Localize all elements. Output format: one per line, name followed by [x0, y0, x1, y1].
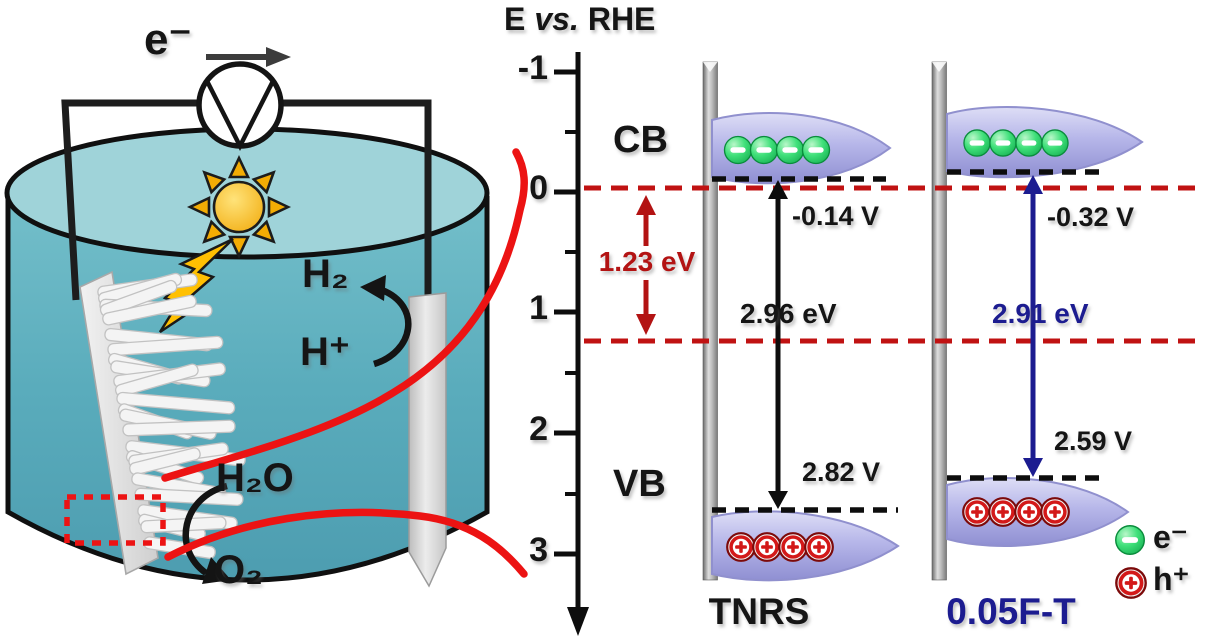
tnrs-vb-edge-label: 2.82 V: [802, 457, 881, 487]
bandgap-arrow-ft: [1023, 175, 1043, 477]
electrode-bar-ft: [931, 61, 947, 581]
o2-label: O₂: [214, 548, 263, 592]
tick-label-1: 1: [529, 289, 548, 327]
tick-label-neg1: -1: [517, 49, 548, 87]
sun-icon: [186, 154, 292, 260]
tnrs-name-label: TNRS: [708, 591, 810, 632]
counter-electrode: [408, 292, 447, 588]
h2-evolution-arrow: [360, 275, 412, 368]
ft-gap-label: 2.91 eV: [992, 298, 1089, 329]
legend-hole-label: h⁺: [1153, 561, 1190, 597]
h2-label: H₂: [302, 252, 349, 296]
vb-label: VB: [613, 463, 666, 505]
tnrs-cb-edge-label: -0.14 V: [792, 201, 880, 231]
band-edge-lines: [712, 169, 1103, 513]
energy-axis: [554, 52, 589, 636]
electron-flow-label: e⁻: [144, 15, 192, 64]
h2o-label: H₂O: [216, 456, 294, 500]
ft-name-label: 0.05F-T: [946, 591, 1076, 632]
wire-right: [281, 99, 432, 300]
tick-label-0: 0: [529, 169, 548, 207]
cb-band-tnrs: [711, 112, 892, 185]
cb-label: CB: [613, 119, 668, 161]
ft-vb-edge-label: 2.59 V: [1054, 426, 1133, 456]
zoom-region-box: [64, 494, 166, 546]
band-diagram: [554, 52, 1196, 636]
axis-title-e: E: [504, 1, 526, 37]
tick-label-2: 2: [529, 410, 548, 448]
tick-label-3: 3: [529, 531, 548, 569]
redox-reference-lines: [584, 185, 1196, 344]
axis-title-vs: vs.: [534, 1, 579, 37]
overpotential-label: 1.23 eV: [598, 246, 696, 277]
axis-title-rhe: RHE: [587, 1, 656, 37]
h-plus-label: H⁺: [300, 330, 350, 374]
hole-icon: [1114, 566, 1148, 600]
magnifier-curves: [161, 148, 528, 578]
overpotential-arrow: [636, 195, 656, 335]
ft-cb-edge-label: -0.32 V: [1047, 202, 1135, 232]
meter-icon: [196, 61, 284, 151]
o2-evolution-arrow: [182, 482, 231, 584]
wire-left: [61, 99, 199, 301]
legend-electron-label: e⁻: [1153, 519, 1188, 555]
tnrs-gap-label: 2.96 eV: [740, 298, 837, 329]
electron-flow-arrow: [206, 47, 291, 67]
cb-band-ft: [946, 106, 1144, 179]
photoelectrochemical-cell: [4, 47, 528, 588]
electron-icon: [1115, 525, 1145, 555]
vb-band-tnrs: [711, 510, 900, 582]
bandgap-arrow-tnrs: [768, 180, 788, 509]
vb-band-ft: [946, 477, 1130, 547]
